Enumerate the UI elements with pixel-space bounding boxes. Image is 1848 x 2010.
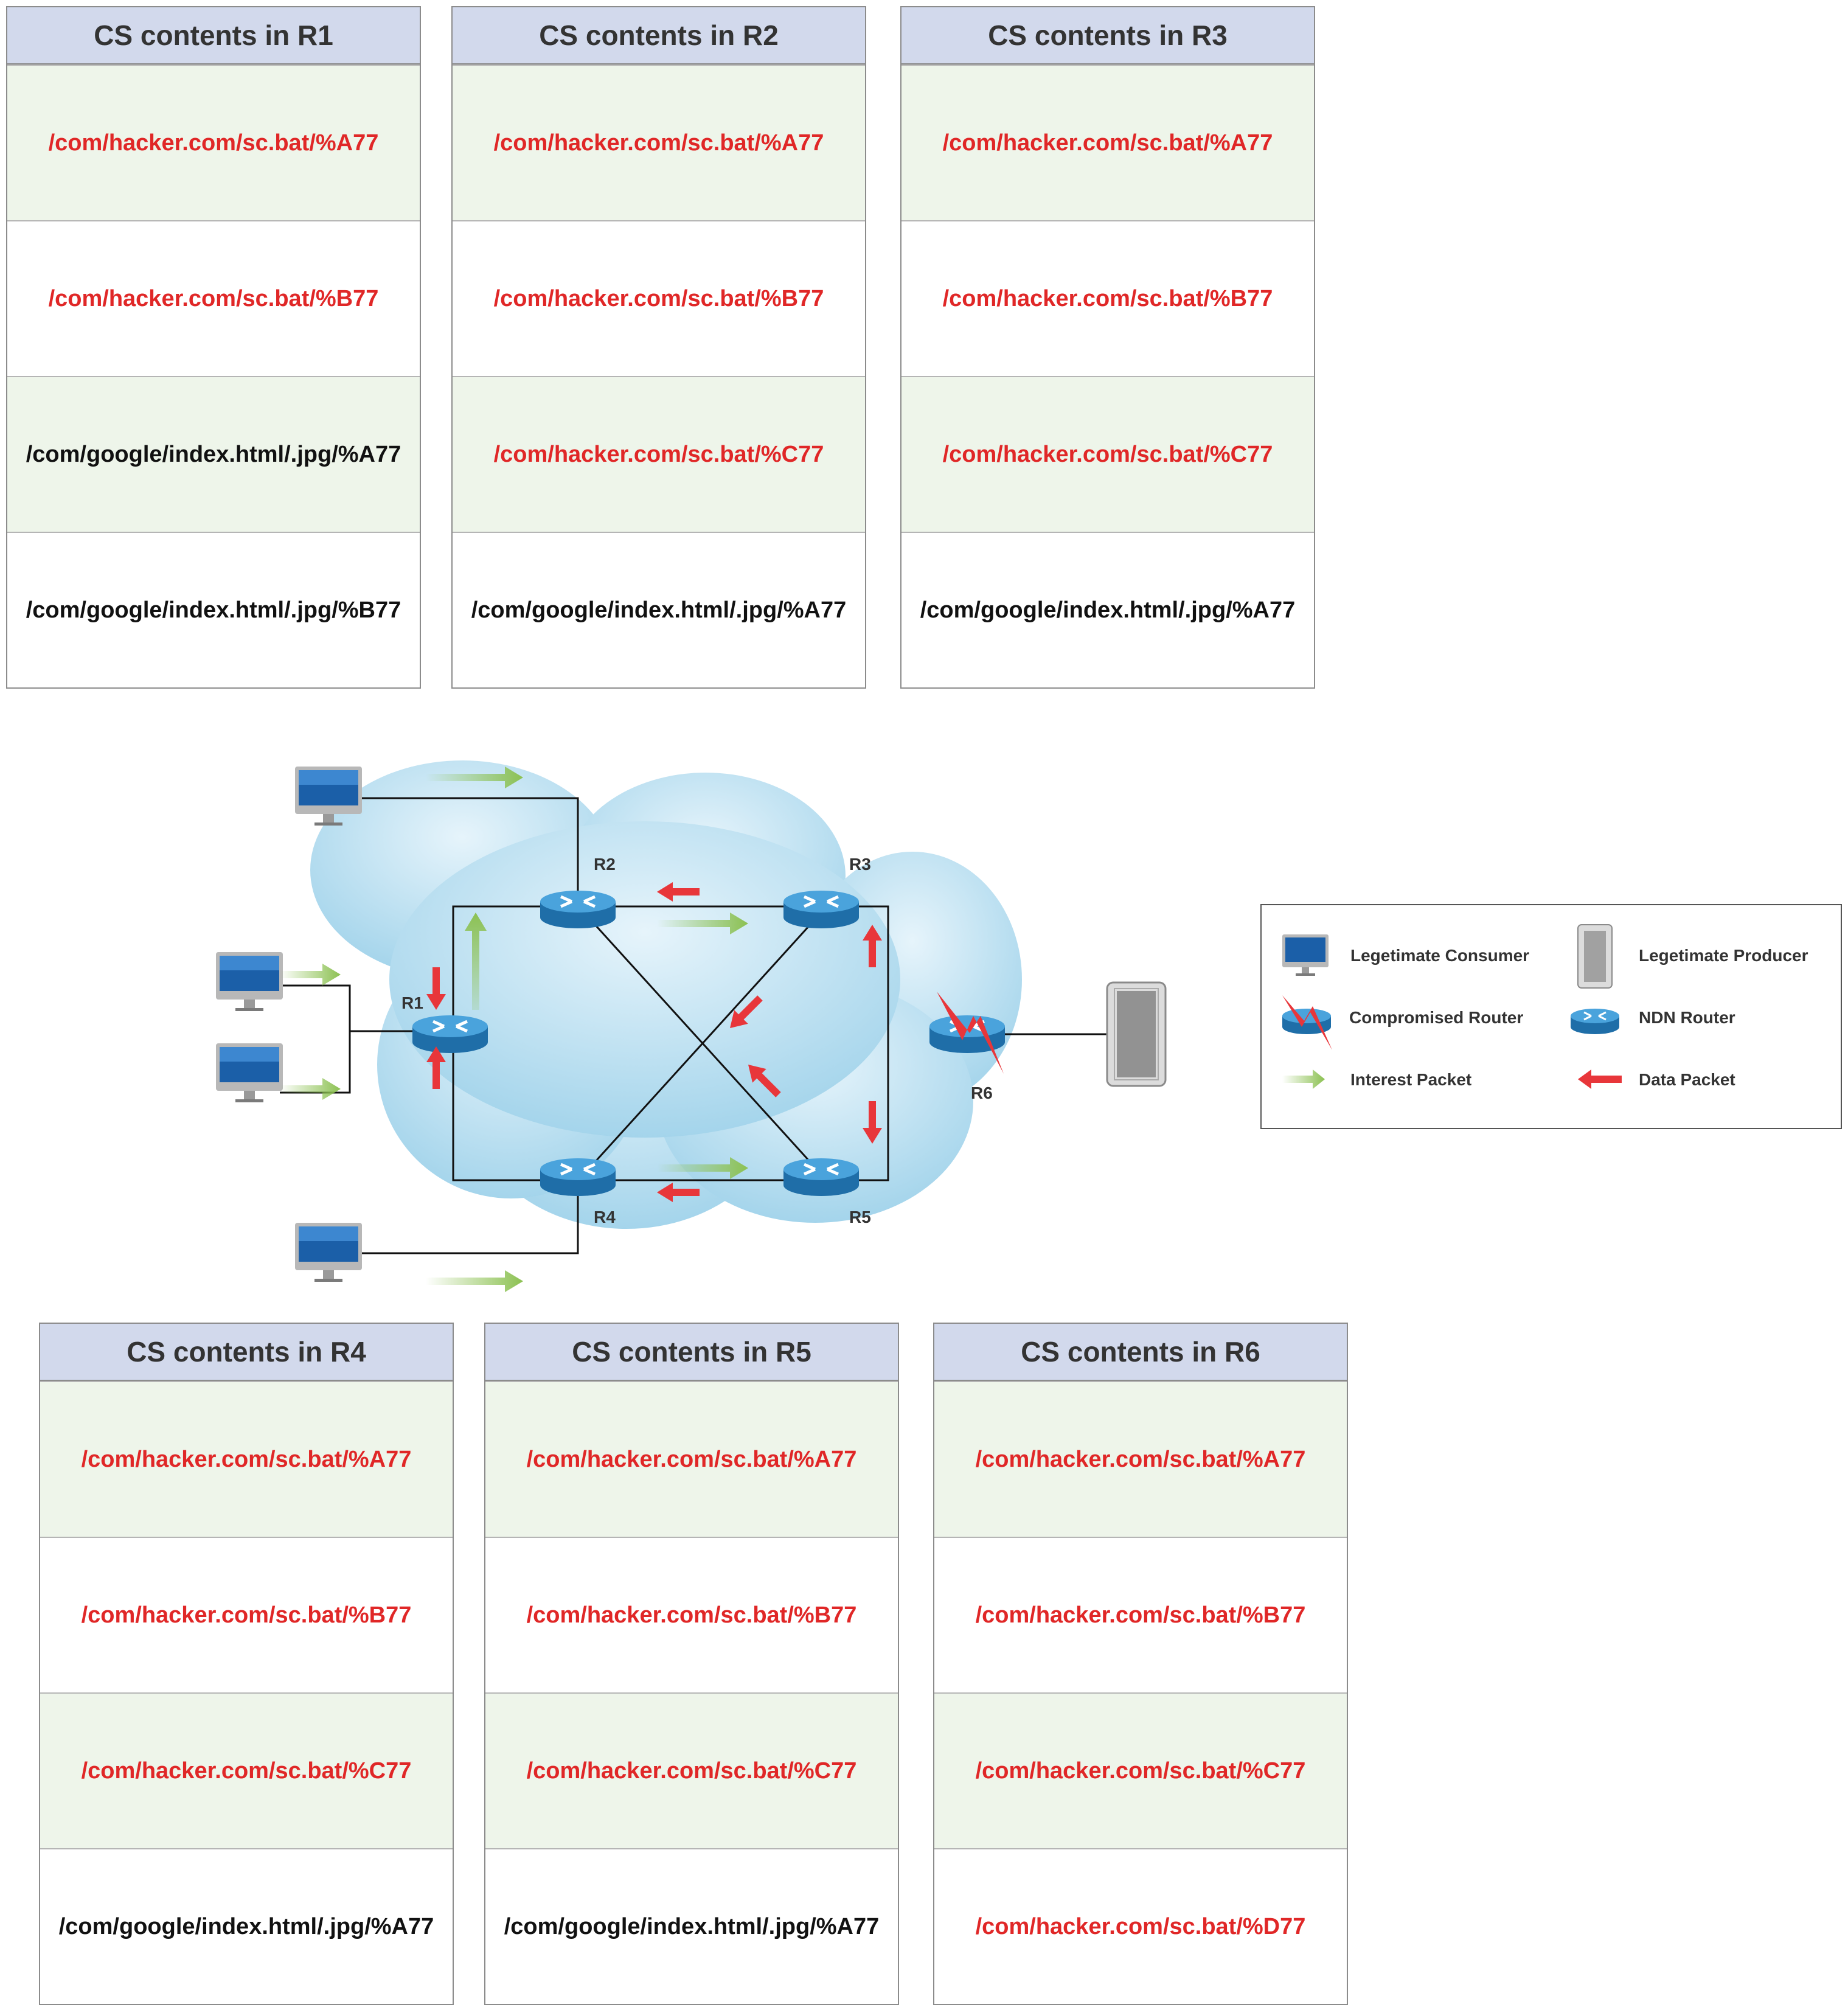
table-row: /com/hacker.com/sc.bat/%C77 bbox=[934, 1692, 1347, 1848]
table-row: /com/hacker.com/sc.bat/%A77 bbox=[40, 1381, 453, 1537]
table-row: /com/google/index.html/.jpg/%A77 bbox=[40, 1848, 453, 2004]
interest-arrows bbox=[280, 767, 748, 1292]
router-label-r2: R2 bbox=[594, 855, 616, 874]
table-row: /com/hacker.com/sc.bat/%B77 bbox=[40, 1537, 453, 1692]
legend-compromised-label: Compromised Router bbox=[1349, 1008, 1523, 1027]
legend-ndn-label: NDN Router bbox=[1639, 1008, 1735, 1027]
legend-consumer-label: Legetimate Consumer bbox=[1350, 946, 1529, 965]
router-label-r3: R3 bbox=[849, 855, 871, 874]
data-arrow-legend-icon bbox=[1578, 1069, 1622, 1089]
table-row: /com/hacker.com/sc.bat/%C77 bbox=[40, 1692, 453, 1848]
cs-table-r4: CS contents in R4 /com/hacker.com/sc.bat… bbox=[39, 1323, 454, 2005]
cs-table-r2: CS contents in R2 /com/hacker.com/sc.bat… bbox=[451, 6, 866, 689]
table-row: /com/hacker.com/sc.bat/%A77 bbox=[901, 64, 1314, 220]
legend-data-label: Data Packet bbox=[1639, 1070, 1735, 1089]
consumer-computer-icon bbox=[216, 952, 283, 1011]
producer-server-icon bbox=[1106, 981, 1167, 1087]
table-row: /com/google/index.html/.jpg/%A77 bbox=[901, 532, 1314, 687]
table-title: CS contents in R1 bbox=[7, 7, 420, 64]
compromised-router-legend-icon bbox=[1282, 995, 1332, 1050]
table-row: /com/hacker.com/sc.bat/%A77 bbox=[934, 1381, 1347, 1537]
table-row: /com/hacker.com/sc.bat/%B77 bbox=[934, 1537, 1347, 1692]
ndn-network-diagram: R2 R3 R1 R4 R5 R6 bbox=[216, 760, 1167, 1292]
table-row: /com/hacker.com/sc.bat/%A77 bbox=[485, 1381, 898, 1537]
table-title: CS contents in R5 bbox=[485, 1324, 898, 1381]
consumer-computer-icon bbox=[216, 1043, 283, 1102]
table-row: /com/hacker.com/sc.bat/%B77 bbox=[901, 220, 1314, 376]
cs-table-r1: CS contents in R1 /com/hacker.com/sc.bat… bbox=[6, 6, 421, 689]
table-title: CS contents in R3 bbox=[901, 7, 1314, 64]
cs-table-r3: CS contents in R3 /com/hacker.com/sc.bat… bbox=[900, 6, 1315, 689]
cs-table-r5: CS contents in R5 /com/hacker.com/sc.bat… bbox=[484, 1323, 899, 2005]
router-r4-icon bbox=[540, 1158, 616, 1196]
cs-table-r6: CS contents in R6 /com/hacker.com/sc.bat… bbox=[933, 1323, 1348, 2005]
table-row: /com/hacker.com/sc.bat/%B77 bbox=[485, 1537, 898, 1692]
router-r3-icon bbox=[783, 891, 859, 928]
consumer-computer-icon bbox=[295, 1223, 362, 1282]
router-r5-icon bbox=[783, 1158, 859, 1196]
router-r2-icon bbox=[540, 891, 616, 928]
router-r6-icon bbox=[929, 1015, 1005, 1053]
table-row: /com/google/index.html/.jpg/%B77 bbox=[7, 532, 420, 687]
table-row: /com/google/index.html/.jpg/%A77 bbox=[7, 376, 420, 532]
router-label-r5: R5 bbox=[849, 1208, 871, 1226]
table-row: /com/google/index.html/.jpg/%A77 bbox=[453, 532, 865, 687]
table-row: /com/hacker.com/sc.bat/%A77 bbox=[7, 64, 420, 220]
router-label-r6: R6 bbox=[971, 1083, 993, 1102]
table-row: /com/hacker.com/sc.bat/%D77 bbox=[934, 1848, 1347, 2004]
interest-arrow-legend-icon bbox=[1282, 1069, 1325, 1089]
table-row: /com/hacker.com/sc.bat/%C77 bbox=[901, 376, 1314, 532]
ndn-router-legend-icon bbox=[1571, 1009, 1619, 1034]
legend-interest-label: Interest Packet bbox=[1350, 1070, 1471, 1089]
consumer-legend-icon bbox=[1282, 934, 1329, 976]
table-row: /com/hacker.com/sc.bat/%C77 bbox=[453, 376, 865, 532]
table-title: CS contents in R2 bbox=[453, 7, 865, 64]
router-r1-icon bbox=[412, 1015, 488, 1053]
legend-producer-label: Legetimate Producer bbox=[1639, 946, 1808, 965]
table-row: /com/hacker.com/sc.bat/%B77 bbox=[453, 220, 865, 376]
table-row: /com/hacker.com/sc.bat/%C77 bbox=[485, 1692, 898, 1848]
legend: Legetimate Consumer Legetimate Producer … bbox=[1260, 904, 1842, 1129]
router-label-r4: R4 bbox=[594, 1208, 616, 1226]
table-row: /com/hacker.com/sc.bat/%B77 bbox=[7, 220, 420, 376]
table-title: CS contents in R4 bbox=[40, 1324, 453, 1381]
table-title: CS contents in R6 bbox=[934, 1324, 1347, 1381]
router-label-r1: R1 bbox=[401, 993, 423, 1012]
producer-legend-icon bbox=[1577, 924, 1613, 989]
table-row: /com/hacker.com/sc.bat/%A77 bbox=[453, 64, 865, 220]
table-row: /com/google/index.html/.jpg/%A77 bbox=[485, 1848, 898, 2004]
